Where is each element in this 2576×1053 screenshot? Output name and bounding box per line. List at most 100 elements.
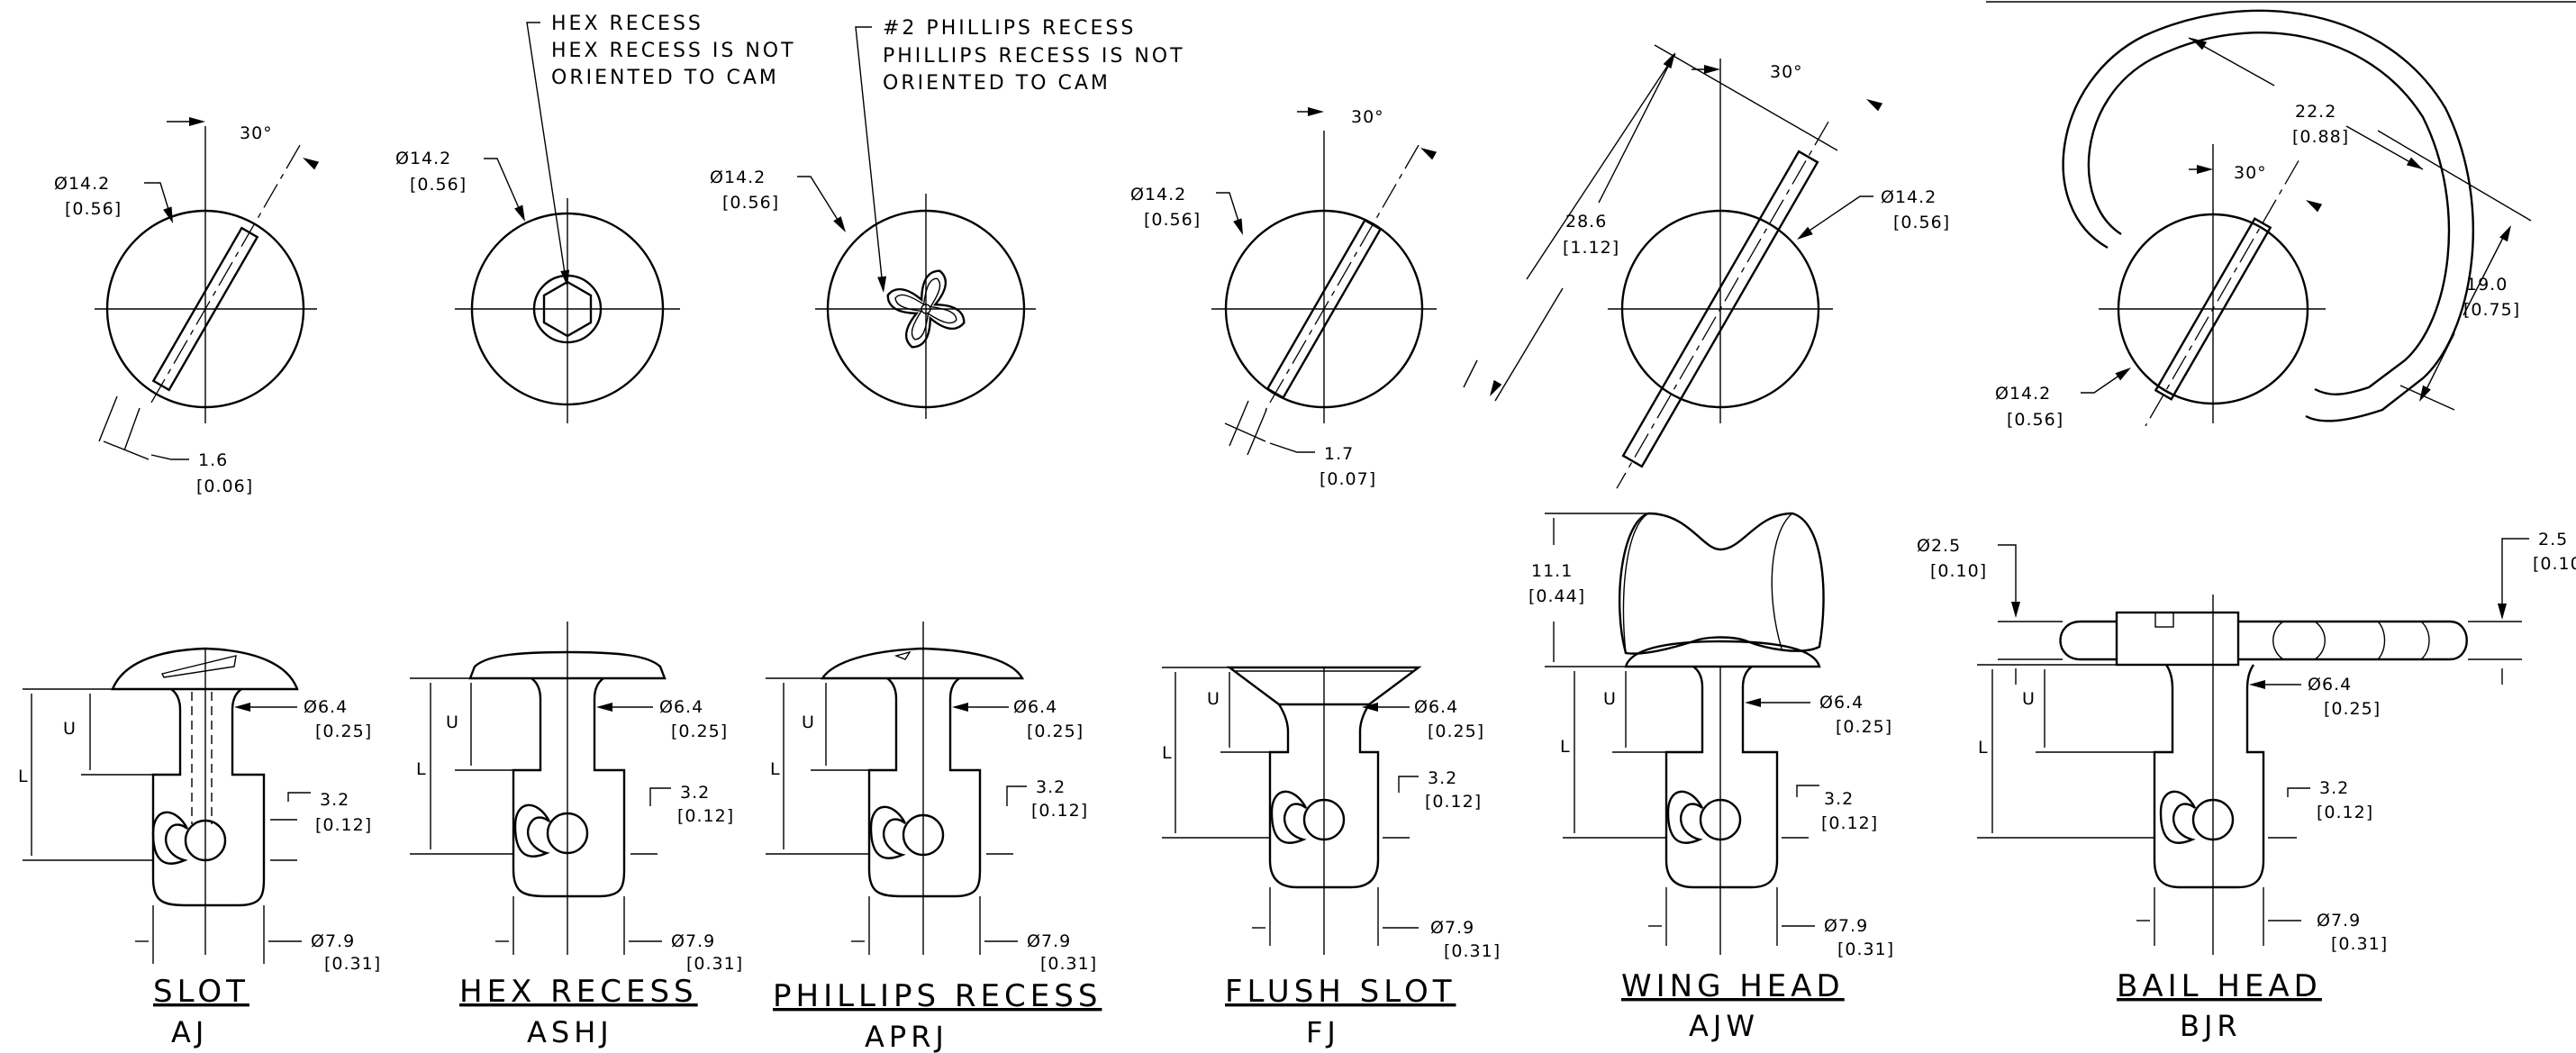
svg-text:HEX RECESS: HEX RECESS <box>551 13 703 35</box>
phillips-recess <box>886 269 966 349</box>
u-dimension: U <box>2022 689 2036 709</box>
angle-label: 30° <box>1351 107 1384 127</box>
button-head <box>820 647 1025 680</box>
variant-title: SLOT <box>153 974 249 1010</box>
cam-label-in: [0.12] <box>2317 803 2373 822</box>
body-dia-label: Ø7.9 <box>1824 916 1868 936</box>
shank-dia-label: Ø6.4 <box>1819 693 1864 713</box>
u-dimension: U <box>1207 689 1220 709</box>
body-dia-label: Ø7.9 <box>311 931 355 951</box>
variant-title: BAIL HEAD <box>2117 968 2322 1004</box>
bail-wire-left <box>2059 620 2117 661</box>
cam-label-in: [0.12] <box>315 815 372 835</box>
variant-code: BJR <box>2180 1009 2242 1043</box>
wire-dia-label-in: [0.10] <box>1930 561 1987 581</box>
svg-text:PHILLIPS RECESS IS NOT: PHILLIPS RECESS IS NOT <box>883 45 1185 68</box>
diameter-label-in: [0.56] <box>722 193 779 213</box>
body-dia-label: Ø7.9 <box>2317 911 2361 930</box>
variant-code: AJ <box>171 1015 208 1049</box>
angle-label: 30° <box>240 123 273 143</box>
bail-wire-right <box>2238 620 2468 661</box>
body-dia-label: Ø7.9 <box>1027 931 1071 951</box>
slot-width-label: 1.6 <box>198 450 228 470</box>
side-view-flush-slot: L U Ø6.4 [0.25] 3.2 [0.12] Ø7.9 [0.31] F… <box>1162 666 1501 1049</box>
body-dia-label-in: [0.31] <box>1444 941 1501 961</box>
diameter-label: Ø14.2 <box>1130 185 1186 204</box>
diameter-label: Ø14.2 <box>54 174 110 194</box>
slot-width-label-in: [0.06] <box>196 477 253 496</box>
shank-dia-label: Ø6.4 <box>2308 675 2352 694</box>
body-dia-label-in: [0.31] <box>324 954 381 974</box>
diameter-label-in: [0.56] <box>1144 210 1201 230</box>
l-dimension: L <box>416 759 427 779</box>
cam-label-in: [0.12] <box>1821 813 1878 833</box>
diameter-label-in: [0.56] <box>2007 410 2064 430</box>
length-label-in: [1.12] <box>1563 238 1619 258</box>
side-view-phillips-recess: L U Ø6.4 [0.25] 3.2 [0.12] Ø7.9 [0.31] P… <box>766 622 1102 1053</box>
slot <box>1265 144 1420 411</box>
top-view-bail-head: 30° 22.2 [0.88] 19.0 [0.75] Ø14.2 [0.56] <box>1995 9 2532 430</box>
cam-label-in: [0.12] <box>1031 801 1088 821</box>
shank-dia-label: Ø6.4 <box>1013 697 1057 717</box>
cam-label: 3.2 <box>1036 777 1066 797</box>
l-dimension: L <box>1162 743 1173 763</box>
svg-text:#2 PHILLIPS RECESS: #2 PHILLIPS RECESS <box>883 17 1136 40</box>
shank-dia-label-in: [0.25] <box>315 722 372 741</box>
l-dimension: L <box>1978 738 1989 758</box>
top-view-slot: 30° Ø14.2 [0.56] 1.6 [0.06] <box>54 117 320 496</box>
shank-dia-label-in: [0.25] <box>1027 722 1084 741</box>
head-block <box>2115 611 2240 667</box>
shank-dia-label: Ø6.4 <box>1414 697 1458 717</box>
l-dimension: L <box>770 759 781 779</box>
height-label: 11.1 <box>1531 561 1573 581</box>
body-dia-label-in: [0.31] <box>1837 940 1894 959</box>
hex-recess <box>542 280 593 338</box>
svg-text:HEX RECESS IS NOT: HEX RECESS IS NOT <box>551 40 796 62</box>
cam-label: 3.2 <box>1428 768 1457 788</box>
variant-title: PHILLIPS RECESS <box>773 978 1102 1014</box>
shank-dia-label-in: [0.25] <box>1836 717 1892 737</box>
gap-label: 2.5 <box>2538 530 2568 549</box>
variant-code: FJ <box>1306 1015 1340 1049</box>
slot <box>150 144 301 404</box>
variant-code: AJW <box>1689 1009 1759 1043</box>
diameter-label: Ø14.2 <box>395 149 451 168</box>
body-dia-label: Ø7.9 <box>1430 918 1474 938</box>
angle-label: 30° <box>2234 163 2267 183</box>
phillips-note: #2 PHILLIPS RECESS PHILLIPS RECESS IS NO… <box>883 17 1185 95</box>
cam-label: 3.2 <box>680 783 710 803</box>
slot <box>2145 160 2299 427</box>
cam-label-in: [0.12] <box>677 806 734 826</box>
wing <box>1616 121 1829 489</box>
u-dimension: U <box>1603 689 1617 709</box>
shank-dia-label-in: [0.25] <box>2324 699 2381 719</box>
top-view-phillips: Ø14.2 [0.56] #2 PHILLIPS RECESS PHILLIPS… <box>710 17 1185 419</box>
width-label: 22.2 <box>2295 102 2336 122</box>
height-label-in: [0.44] <box>1528 586 1585 606</box>
variant-title: HEX RECESS <box>459 974 698 1010</box>
svg-text:ORIENTED TO CAM: ORIENTED TO CAM <box>883 72 1111 95</box>
body-dia-label-in: [0.31] <box>2331 934 2388 954</box>
diameter-label-in: [0.56] <box>410 175 467 195</box>
diameter-label: Ø14.2 <box>1995 384 2051 404</box>
top-view-wing-head: 30° 28.6 [1.12] Ø14.2 [0.56] <box>1463 44 1949 489</box>
top-view-hex: Ø14.2 [0.56] HEX RECESS HEX RECESS IS NO… <box>395 13 796 423</box>
body-dia-label-in: [0.31] <box>1040 954 1097 974</box>
side-view-slot: L U Ø6.4 [0.25] 3.2 [0.12] Ø7.9 [0.31] S… <box>18 647 381 1049</box>
variant-title: FLUSH SLOT <box>1225 974 1456 1010</box>
cam-label: 3.2 <box>2319 778 2349 798</box>
length-label: 28.6 <box>1565 212 1607 231</box>
variant-title: WING HEAD <box>1621 968 1845 1004</box>
angle-label: 30° <box>1770 62 1803 82</box>
shank-dia-label: Ø6.4 <box>304 697 348 717</box>
side-view-hex-recess: L U Ø6.4 [0.25] 3.2 [0.12] Ø7.9 [0.31] H… <box>410 622 742 1049</box>
l-dimension: L <box>1560 737 1571 757</box>
diameter-label: Ø14.2 <box>710 168 766 187</box>
l-dimension: L <box>18 767 29 786</box>
shank-dia-label-in: [0.25] <box>671 722 728 741</box>
wing <box>1618 512 1825 655</box>
top-view-flush-slot: 30° Ø14.2 [0.56] 1.7 [0.07] <box>1130 107 1438 489</box>
slot-width-label-in: [0.07] <box>1320 469 1376 489</box>
side-view-bail-head: Ø2.5 [0.10] 2.5 [0.10] L U Ø6.4 [0.25] 3… <box>1917 530 2576 1043</box>
